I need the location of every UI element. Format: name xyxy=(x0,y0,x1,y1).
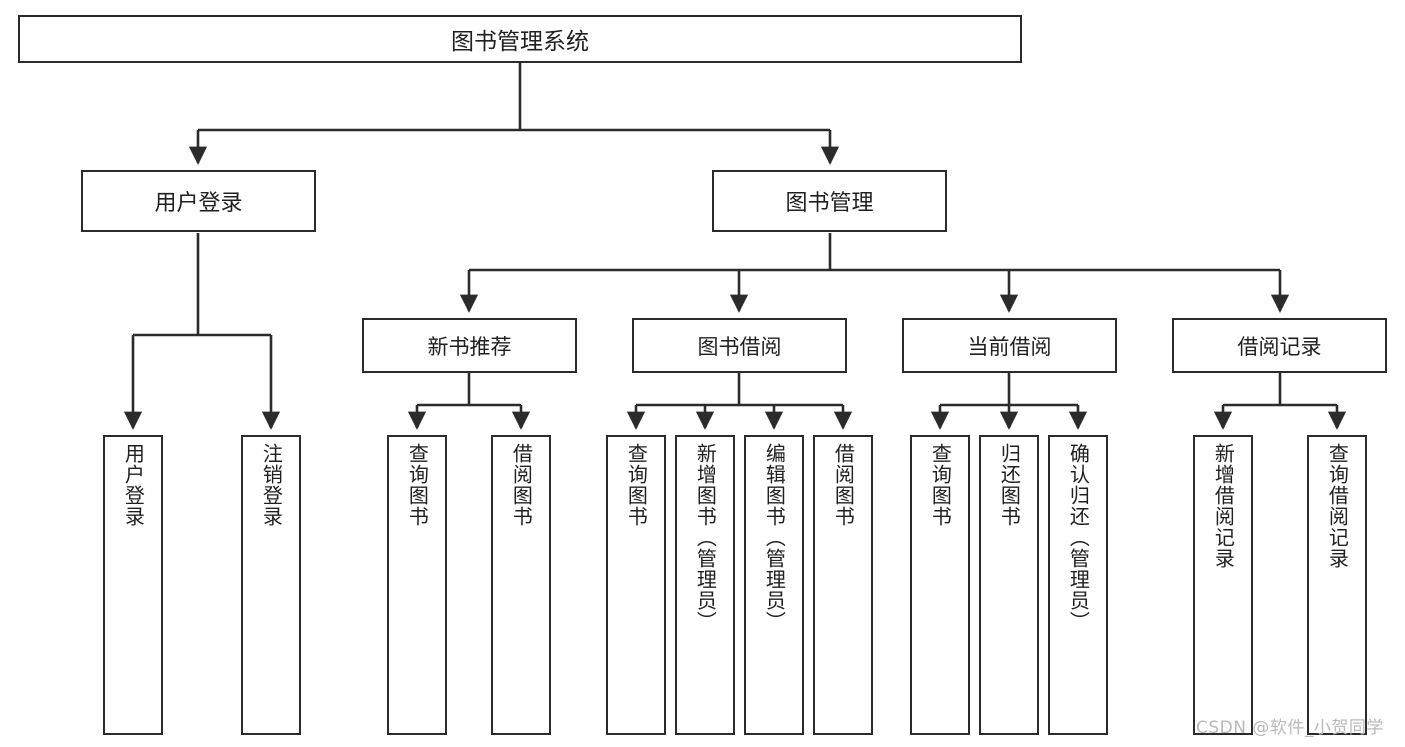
leaf-label: 查询借阅记录 xyxy=(1325,443,1350,569)
node-borrow-record-label: 借阅记录 xyxy=(1237,334,1322,359)
leaf-user-login-logout[interactable]: 注销登录 xyxy=(241,435,301,735)
watermark: CSDN @软件_小贺同学 xyxy=(1196,718,1384,738)
node-root-label: 图书管理系统 xyxy=(451,29,589,55)
leaf-label: 新增借阅记录 xyxy=(1211,443,1236,569)
leaf-label: 编辑图书（管理员） xyxy=(762,443,787,632)
leaf-label: 归还图书 xyxy=(997,443,1022,527)
node-borrow-record[interactable]: 借阅记录 xyxy=(1172,318,1387,373)
node-root[interactable]: 图书管理系统 xyxy=(18,15,1022,63)
node-user-login[interactable]: 用户登录 xyxy=(81,170,316,232)
node-book-management[interactable]: 图书管理 xyxy=(712,170,947,232)
node-new-book-recommend[interactable]: 新书推荐 xyxy=(362,318,577,373)
leaf-book-borrow-edit[interactable]: 编辑图书（管理员） xyxy=(744,435,804,735)
leaf-label: 确认归还（管理员） xyxy=(1066,443,1091,632)
leaf-book-borrow-add[interactable]: 新增图书（管理员） xyxy=(675,435,735,735)
leaf-current-borrow-confirm-return[interactable]: 确认归还（管理员） xyxy=(1048,435,1108,735)
leaf-book-borrow-query[interactable]: 查询图书 xyxy=(606,435,666,735)
leaf-label: 借阅图书 xyxy=(509,443,534,527)
node-current-borrow-label: 当前借阅 xyxy=(967,334,1052,359)
leaf-book-borrow-borrow[interactable]: 借阅图书 xyxy=(813,435,873,735)
node-book-management-label: 图书管理 xyxy=(785,191,874,216)
leaf-new-book-borrow[interactable]: 借阅图书 xyxy=(491,435,551,735)
node-new-book-recommend-label: 新书推荐 xyxy=(427,334,512,359)
leaf-label: 查询图书 xyxy=(405,443,430,527)
leaf-current-borrow-query[interactable]: 查询图书 xyxy=(910,435,970,735)
leaf-label: 查询图书 xyxy=(624,443,649,527)
leaf-user-login-login[interactable]: 用户登录 xyxy=(103,435,163,735)
node-book-borrow[interactable]: 图书借阅 xyxy=(632,318,847,373)
node-user-login-label: 用户登录 xyxy=(154,191,243,216)
leaf-label: 借阅图书 xyxy=(831,443,856,527)
node-book-borrow-label: 图书借阅 xyxy=(697,334,782,359)
leaf-label: 注销登录 xyxy=(259,443,284,527)
leaf-label: 查询图书 xyxy=(928,443,953,527)
node-current-borrow[interactable]: 当前借阅 xyxy=(902,318,1117,373)
leaf-borrow-record-query[interactable]: 查询借阅记录 xyxy=(1307,435,1367,735)
leaf-new-book-query[interactable]: 查询图书 xyxy=(387,435,447,735)
leaf-borrow-record-add[interactable]: 新增借阅记录 xyxy=(1193,435,1253,735)
leaf-label: 用户登录 xyxy=(121,443,146,527)
leaf-label: 新增图书（管理员） xyxy=(693,443,718,632)
leaf-current-borrow-return[interactable]: 归还图书 xyxy=(979,435,1039,735)
